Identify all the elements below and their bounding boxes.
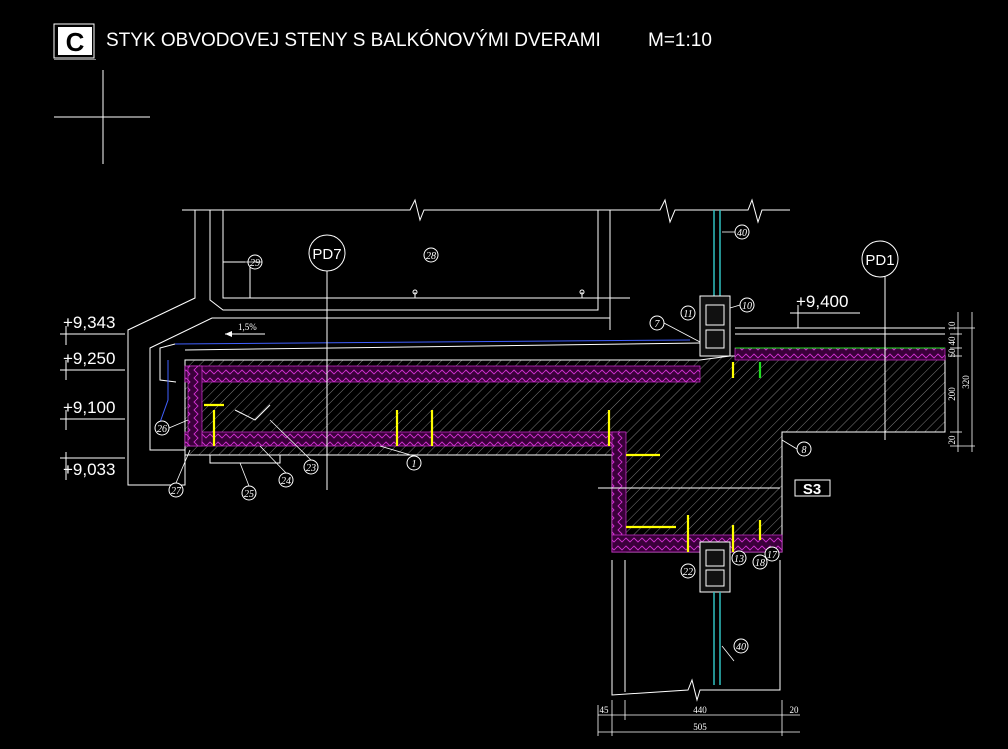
callout-11: 11 <box>683 309 692 320</box>
tag-pd1-label: PD1 <box>865 252 894 269</box>
tag-pd1: PD1 <box>861 240 899 278</box>
tag-pd7: PD7 <box>308 234 346 272</box>
right-dimension-labels: 10 40 50 200 20 320 <box>947 321 971 445</box>
dim-200: 200 <box>947 387 957 401</box>
elevation-9100: +9,100 <box>63 398 115 417</box>
grid-lines <box>326 270 886 490</box>
anchors <box>204 362 762 552</box>
floor-layers <box>174 327 945 351</box>
right-dimension-chain <box>950 312 975 452</box>
drawing-scale: M=1:10 <box>648 30 712 51</box>
callout-24: 24 <box>281 476 291 487</box>
lower-door-frame <box>699 541 731 685</box>
tag-s3: S3 <box>794 479 831 498</box>
callout-27: 27 <box>171 486 182 497</box>
dim-505: 505 <box>693 722 707 732</box>
bottom-dimension-chain <box>597 700 800 736</box>
parapet-outline <box>127 198 790 486</box>
dim-20: 20 <box>947 435 957 445</box>
dim-10: 10 <box>947 321 957 331</box>
thermal-insulation <box>184 347 946 553</box>
elevation-9400: +9,400 <box>796 292 848 311</box>
callout-23: 23 <box>306 463 316 474</box>
elevation-9033: +9,033 <box>63 460 115 479</box>
callout-13: 13 <box>734 554 744 565</box>
crosshair-icon <box>54 70 150 164</box>
callout-17: 17 <box>767 550 778 561</box>
dim-440: 440 <box>693 705 707 715</box>
callout-40-bottom: 40 <box>736 642 746 653</box>
elevation-9250: +9,250 <box>63 349 115 368</box>
dim-40: 40 <box>947 336 957 346</box>
drawing-title: STYK OBVODOVEJ STENY S BALKÓNOVÝMI DVERA… <box>106 30 601 51</box>
slope-label: 1,5% <box>238 322 257 332</box>
balcony-slab <box>184 355 946 553</box>
dim-50: 50 <box>947 348 957 358</box>
callout-leaders <box>168 231 798 662</box>
upper-door-frame <box>699 210 731 357</box>
elevation-markers <box>60 305 860 480</box>
callout-22: 22 <box>683 567 693 578</box>
bottom-dimension-labels: 45 440 20 505 <box>600 705 800 732</box>
lower-wall <box>611 560 781 702</box>
callout-25: 25 <box>244 489 254 500</box>
edge-flashing <box>157 343 281 464</box>
dim-20-bottom: 20 <box>790 705 800 715</box>
tag-pd7-label: PD7 <box>312 246 341 263</box>
railing-anchors <box>223 259 585 298</box>
dim-320: 320 <box>961 375 971 389</box>
logo-letter: C <box>66 27 85 57</box>
callout-26: 26 <box>157 424 167 435</box>
callout-40-top: 40 <box>737 228 747 239</box>
callouts <box>154 224 812 654</box>
slope-marker: 1,5% <box>225 322 265 337</box>
tag-s3-label: S3 <box>803 481 821 498</box>
dim-45: 45 <box>600 705 610 715</box>
elevation-9343: +9,343 <box>63 313 115 332</box>
callout-18: 18 <box>755 558 765 569</box>
callout-10: 10 <box>742 301 752 312</box>
callout-8: 8 <box>802 445 807 456</box>
callout-7: 7 <box>655 319 661 330</box>
logo-icon: C <box>53 23 96 60</box>
callout-1: 1 <box>412 459 417 470</box>
callout-28: 28 <box>426 251 436 262</box>
callout-29: 29 <box>250 258 260 269</box>
callout-labels: 29 28 40 10 11 7 26 27 25 24 23 1 8 22 1… <box>157 228 807 653</box>
